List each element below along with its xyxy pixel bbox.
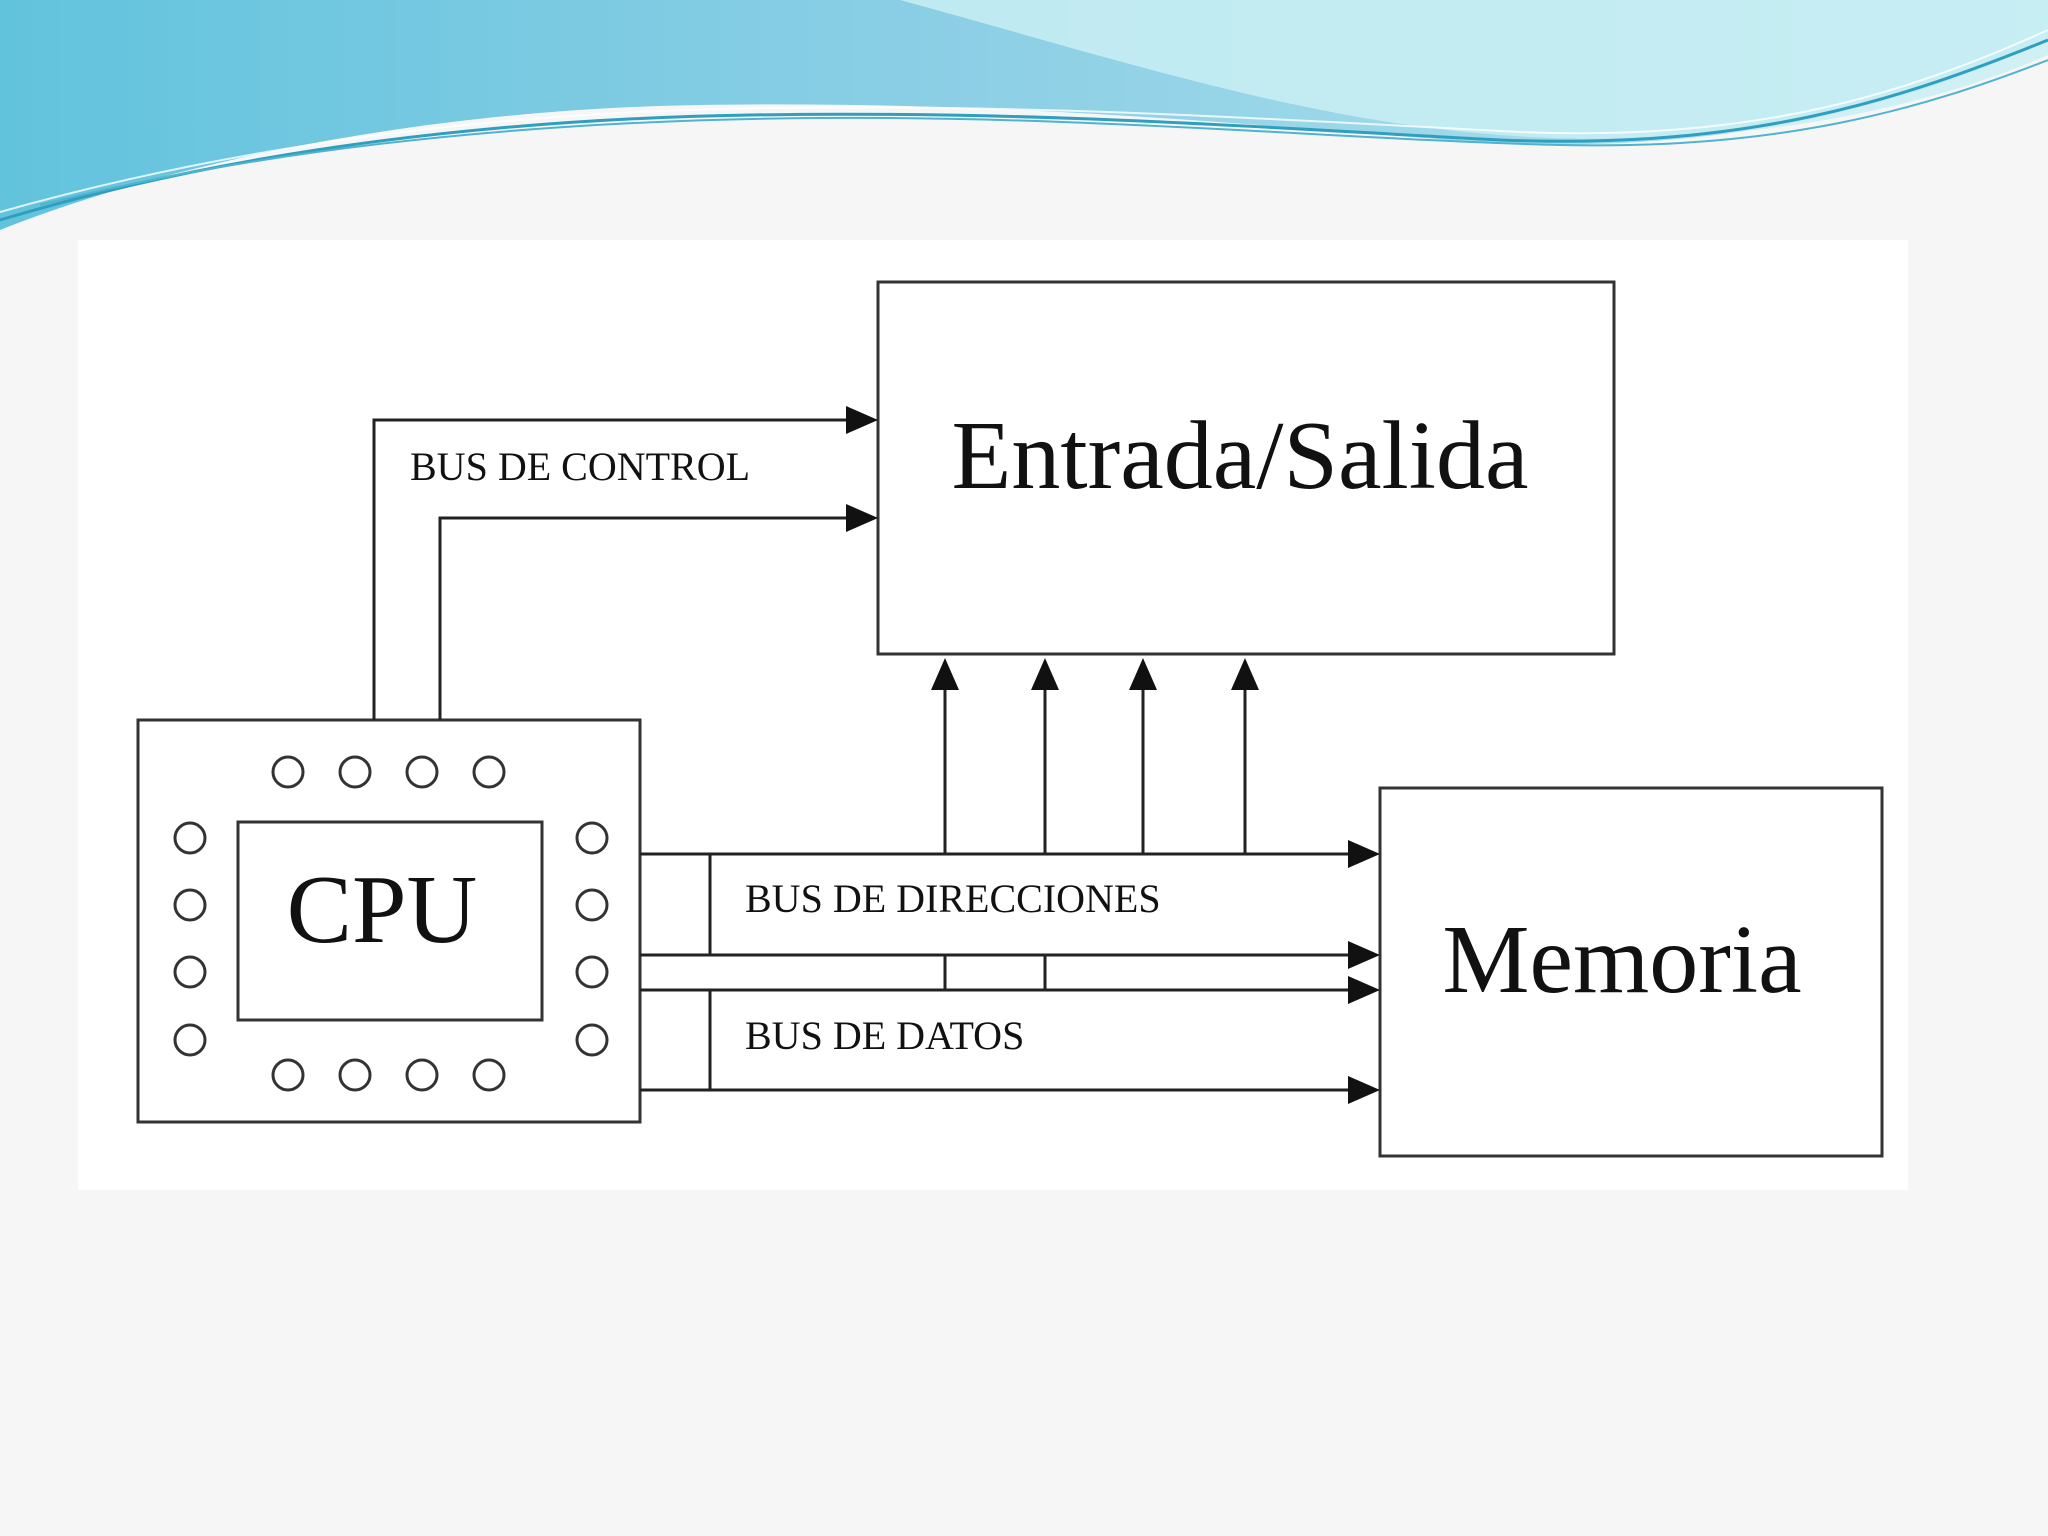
cpu-pin (338, 1058, 372, 1092)
data-bus-arrow (1348, 976, 1380, 1004)
address-bus: BUS DE DIRECCIONES (640, 840, 1380, 969)
cpu-pin (173, 888, 207, 922)
memory-block: Memoria (1378, 786, 1884, 1158)
control-bus-label: BUS DE CONTROL (410, 444, 750, 489)
io-uplink-arrow (1129, 658, 1157, 690)
cpu-chip: CPU (136, 718, 642, 1124)
data-bus: BUS DE DATOS (640, 976, 1380, 1104)
control-bus: BUS DE CONTROL (372, 406, 878, 720)
cpu-pin (271, 1058, 305, 1092)
header-wave-decoration (0, 0, 2048, 230)
io-box (876, 280, 1616, 656)
address-bus-label: BUS DE DIRECCIONES (745, 876, 1161, 921)
io-block: Entrada/Salida (876, 280, 1616, 656)
cpu-pin (575, 955, 609, 989)
cpu-pin (338, 755, 372, 789)
io-uplink-arrow (1231, 658, 1259, 690)
cpu-pin (173, 821, 207, 855)
cpu-pin (173, 1023, 207, 1057)
data-bus-label: BUS DE DATOS (745, 1013, 1024, 1058)
cpu-pin (405, 1058, 439, 1092)
control-bus-arrow (846, 406, 878, 434)
cpu-pin (405, 755, 439, 789)
memory-box (1378, 786, 1884, 1158)
data-bus-arrow (1348, 1076, 1380, 1104)
io-uplinks (931, 658, 1259, 854)
cpu-core-box (236, 820, 544, 1022)
cpu-pins (173, 755, 609, 1092)
cpu-pin (173, 955, 207, 989)
address-bus-arrow (1348, 941, 1380, 969)
bus-crosslinks (943, 955, 1047, 990)
io-uplink-arrow (1031, 658, 1059, 690)
io-uplink-arrow (931, 658, 959, 690)
cpu-label: CPU (287, 856, 478, 964)
address-bus-arrow (1348, 840, 1380, 868)
io-label: Entrada/Salida (952, 402, 1529, 510)
cpu-pin (472, 1058, 506, 1092)
cpu-pin (575, 888, 609, 922)
cpu-pin (575, 821, 609, 855)
cpu-pin (472, 755, 506, 789)
cpu-pin (575, 1023, 609, 1057)
cpu-pin (271, 755, 305, 789)
memory-label: Memoria (1442, 906, 1801, 1014)
control-bus-arrow (846, 504, 878, 532)
